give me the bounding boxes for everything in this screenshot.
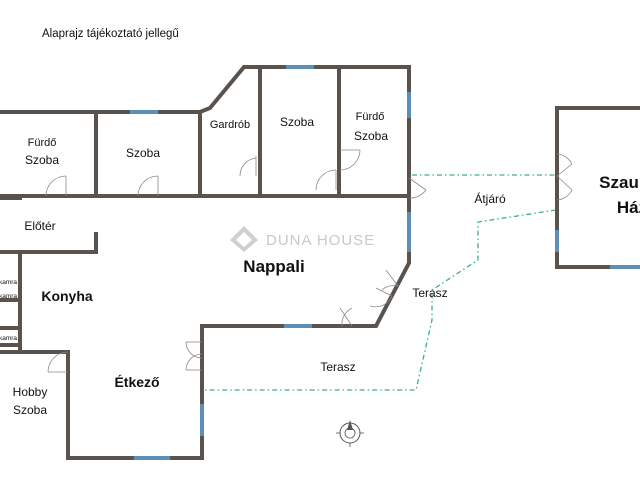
door-icon [556,153,573,177]
door-icon [315,169,337,191]
door-icon [239,156,257,177]
label-gardrob: Gardrób [210,119,250,131]
door-icon [45,175,67,197]
door-icon [381,269,399,291]
garden-path [205,174,557,391]
label-szoba-left: Szoba [126,146,160,160]
door-icon [185,341,203,359]
label-kamra-3: kamra [0,335,17,342]
label-terasz-upper: Terasz [412,286,447,300]
label-etkezo: Étkező [114,374,159,390]
label-furdo-right-2: Szoba [354,129,388,143]
label-nappali: Nappali [243,257,304,276]
label-konyha: Konyha [41,288,93,304]
label-furdo-right: Fürdő [356,111,385,123]
label-kamra-2: kamra [0,293,17,300]
door-icon [369,287,393,308]
doors [45,149,573,373]
label-terasz-lower: Terasz [320,360,355,374]
door-icon [185,353,203,371]
label-eloter: Előtér [24,219,55,233]
watermark-text: DUNA HOUSE [266,232,375,249]
label-hobby: Hobby [13,385,48,399]
door-icon [47,351,69,373]
label-hobby-2: Szoba [13,403,47,417]
label-szoba-mid: Szoba [280,115,314,129]
door-icon [339,149,361,171]
label-furdo-left-2: Szoba [25,153,59,167]
compass-icon [336,420,364,447]
label-furdo-left: Fürdő [28,137,57,149]
door-icon [137,175,159,197]
label-szauna-2: Ház [617,198,640,217]
label-szauna: Szau [599,173,639,192]
door-icon [339,307,353,327]
door-icon [556,175,573,201]
walls [0,65,640,460]
room-labels: Fürdő Szoba Szoba Gardrób Szoba Fürdő Sz… [0,111,640,417]
watermark: DUNA HOUSE [230,226,375,252]
plan-title: Alaprajz tájékoztató jellegű [42,28,179,40]
house-logo-icon [230,226,258,252]
door-icon [408,177,427,199]
windows [130,65,640,460]
label-kamra: kamra [0,279,17,286]
label-atjaro: Átjáró [474,191,506,206]
